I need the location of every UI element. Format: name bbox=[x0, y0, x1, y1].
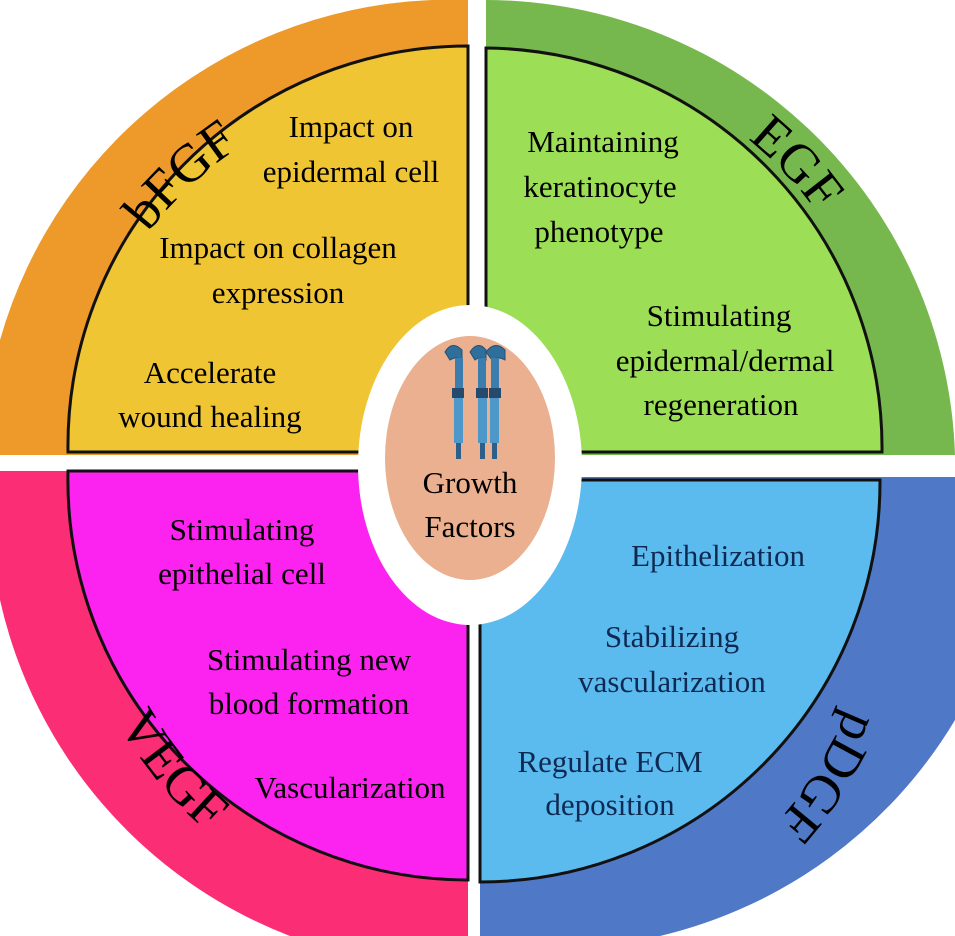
center-hub: Growth Factors bbox=[358, 305, 582, 625]
vegf-item-1-line-2: epithelial cell bbox=[158, 556, 326, 591]
bfgf-item-1-line-1: Impact on bbox=[289, 109, 414, 144]
bfgf-item-1-line-2: epidermal cell bbox=[263, 154, 439, 189]
bfgf-inner bbox=[66, 44, 470, 454]
center-label-line-1: Growth bbox=[423, 465, 518, 500]
egf-inner bbox=[484, 46, 884, 454]
egf-item-1-line-3: phenotype bbox=[534, 214, 663, 249]
egf-item-1-line-2: keratinocyte bbox=[523, 169, 676, 204]
bfgf-item-2-line-1: Impact on collagen bbox=[159, 230, 397, 265]
egf-item-2-line-2: epidermal/dermal bbox=[616, 343, 835, 378]
vegf-item-1-line-1: Stimulating bbox=[170, 512, 315, 547]
receptor-icon bbox=[444, 345, 506, 459]
egf-item-1-line-1: Maintaining bbox=[527, 124, 679, 159]
vegf-item-3-line-1: Vascularization bbox=[254, 770, 446, 805]
vegf-inner bbox=[66, 469, 470, 882]
quadrant-pdgf: pDGF Epithelization Stabilizing vascular… bbox=[478, 477, 955, 936]
egf-item-2-line-3: regeneration bbox=[644, 387, 799, 422]
quadrant-vegf: VEGF Stimulating epithelial cell Stimula… bbox=[0, 469, 470, 936]
quadrant-egf: EGF Maintaining keratinocyte phenotype S… bbox=[484, 0, 955, 455]
center-label-line-2: Factors bbox=[424, 509, 515, 544]
quadrant-bfgf: bFGF Impact on epidermal cell Impact on … bbox=[0, 0, 470, 455]
pdgf-item-2-line-1: Stabilizing bbox=[605, 619, 739, 654]
bfgf-item-3-line-1: Accelerate bbox=[144, 355, 277, 390]
vegf-item-2-line-1: Stimulating new bbox=[207, 642, 412, 677]
bfgf-item-3-line-2: wound healing bbox=[118, 399, 301, 434]
vegf-item-2-line-2: blood formation bbox=[209, 686, 410, 721]
egf-item-2-line-1: Stimulating bbox=[647, 298, 792, 333]
pdgf-item-3-line-2: deposition bbox=[545, 787, 675, 822]
pdgf-item-1-line-1: Epithelization bbox=[631, 538, 805, 573]
pdgf-item-3-line-1: Regulate ECM bbox=[517, 744, 702, 779]
pdgf-inner bbox=[478, 478, 882, 884]
center-ellipse bbox=[385, 336, 555, 580]
pdgf-item-2-line-2: vascularization bbox=[578, 664, 766, 699]
bfgf-item-2-line-2: expression bbox=[212, 275, 345, 310]
